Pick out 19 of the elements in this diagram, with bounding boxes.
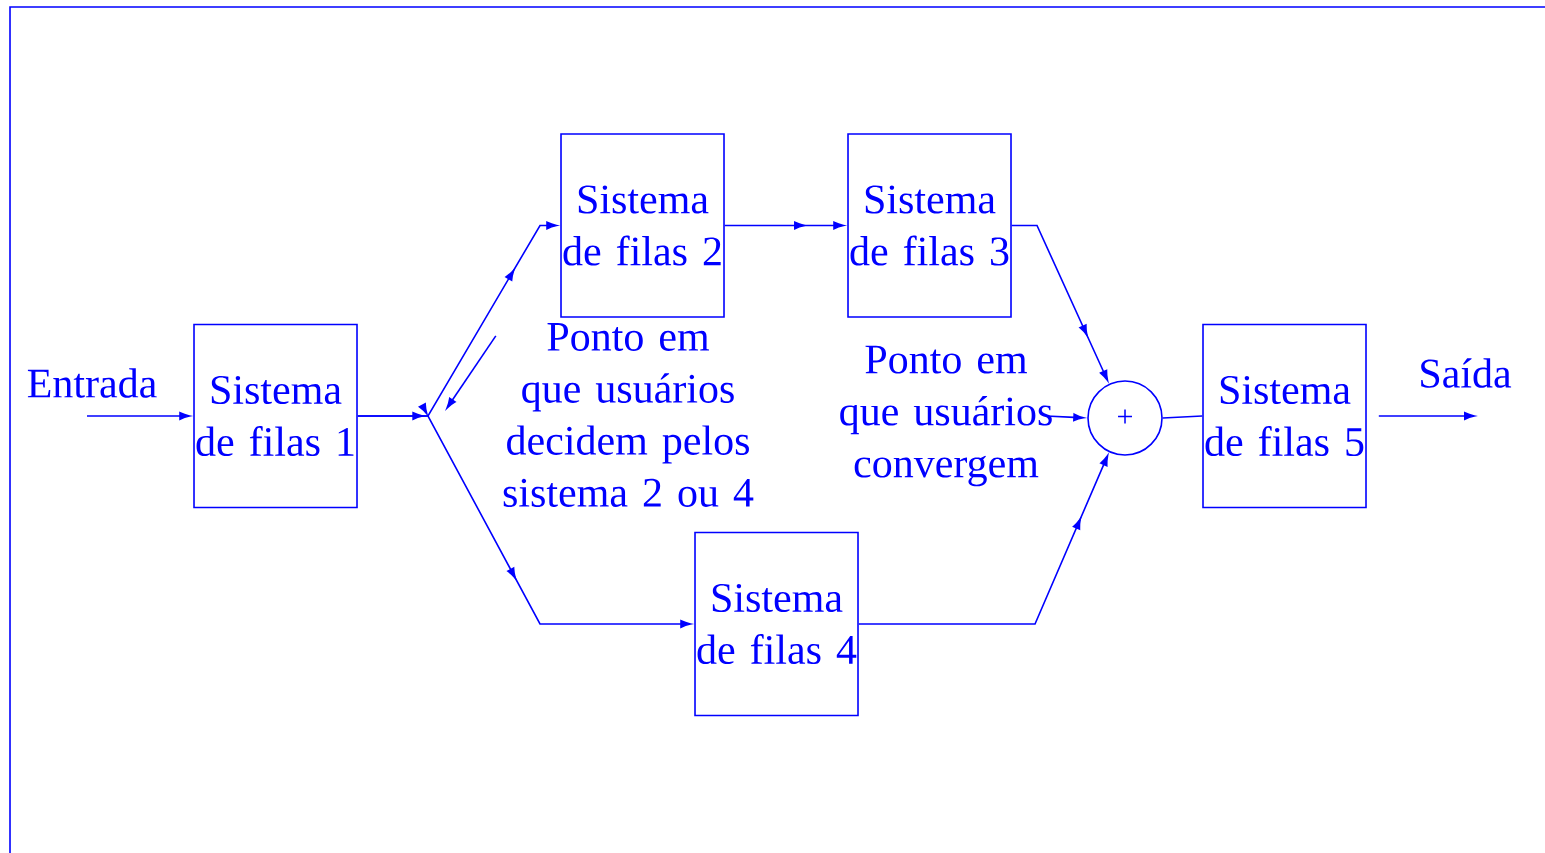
arrow xyxy=(1045,413,1085,422)
summing-junction: + xyxy=(1087,380,1163,456)
arrow xyxy=(1011,224,1109,382)
connector-line xyxy=(1162,415,1203,419)
arrow xyxy=(86,412,191,420)
io-label: Saída xyxy=(1421,358,1512,388)
annotation-text: Ponto em que usuários decidem pelos sistema 2 ou 4 xyxy=(503,323,754,507)
io-label: Entrada xyxy=(27,368,157,398)
process-box: Sistema de filas 1 xyxy=(193,323,358,509)
process-box: Sistema de filas 5 xyxy=(1202,323,1367,509)
arrow xyxy=(357,403,692,628)
arrow xyxy=(1378,412,1475,420)
process-box: Sistema de filas 3 xyxy=(847,133,1012,318)
arrow xyxy=(858,454,1109,625)
process-box: Sistema de filas 4 xyxy=(694,531,859,717)
process-box: Sistema de filas 2 xyxy=(560,133,725,318)
arrow xyxy=(724,221,845,230)
annotation-text: Ponto em que usuários convergem xyxy=(840,345,1052,487)
leader-line xyxy=(446,335,497,409)
